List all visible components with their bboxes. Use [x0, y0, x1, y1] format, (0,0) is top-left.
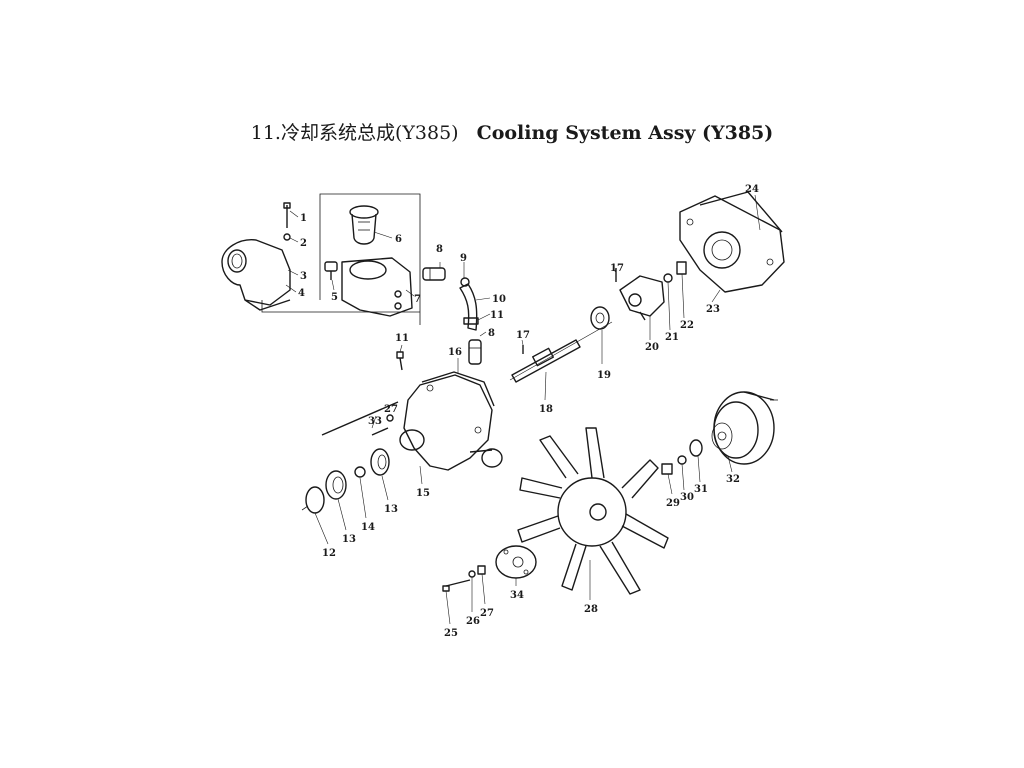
snap-ring-part-12: [301, 486, 325, 514]
diagram-title: 11.冷却系统总成(Y385) Cooling System Assy (Y385…: [0, 118, 1024, 145]
callout-27-fan: 27: [480, 608, 494, 619]
fan-flange-part-34: [495, 545, 537, 579]
bearing-part-13: [325, 470, 347, 500]
clamp-part-11: [463, 317, 479, 325]
water-hose-part-10: [459, 283, 478, 331]
pulley-part-32: [711, 391, 778, 465]
callout-14: 14: [361, 522, 375, 533]
washer-part-27: [386, 414, 394, 422]
pump-housing-part-15: [399, 374, 503, 471]
callout-29: 29: [666, 498, 680, 509]
callout-12: 12: [322, 548, 336, 559]
callout-20: 20: [645, 342, 659, 353]
callout-1: 1: [300, 213, 307, 224]
callout-11-left: 11: [395, 333, 409, 344]
title-english: Cooling System Assy (Y385): [476, 122, 774, 144]
callout-10: 10: [492, 294, 506, 305]
callout-24: 24: [745, 184, 759, 195]
title-chinese: 冷却系统总成(Y385): [280, 122, 459, 144]
adapter-part-8b: [468, 339, 482, 365]
impeller-part-20: [619, 275, 665, 321]
washer-part-31: [689, 439, 703, 457]
cooling-fan-part-28: [517, 427, 669, 595]
callout-30: 30: [680, 492, 694, 503]
callout-13-right: 13: [384, 504, 398, 515]
washer-part-21: [663, 273, 673, 283]
callout-labels: 1 2 3 4 5 6 7 8 8 9 10 11 11 12 13 13 14…: [298, 184, 759, 639]
gasket-part-4: [244, 299, 291, 311]
callout-5: 5: [331, 292, 338, 303]
gasket-part-24: [699, 191, 783, 233]
callout-28: 28: [584, 604, 598, 615]
thermostat-part-6: [349, 205, 379, 245]
bearing-part-13b: [370, 448, 390, 476]
callout-15: 15: [416, 488, 430, 499]
callout-16: 16: [448, 347, 462, 358]
fitting-part-5: [324, 261, 338, 280]
spacer-part-14: [354, 466, 366, 478]
nut-part-27: [477, 565, 486, 575]
callout-19: 19: [597, 370, 611, 381]
washer-part-26: [468, 570, 476, 578]
callout-3: 3: [300, 271, 307, 282]
title-number: 11.: [250, 122, 281, 144]
bolt-part-1: [283, 202, 291, 228]
callout-31: 31: [694, 484, 708, 495]
nut-part-22: [676, 261, 687, 275]
bolt-part-25: [442, 579, 471, 592]
callout-6: 6: [395, 234, 402, 245]
callout-26: 26: [466, 616, 480, 627]
nut-part-29: [661, 463, 673, 475]
leader-lines: [285, 194, 761, 625]
outlet-elbow-part-3: [221, 239, 291, 306]
thermostat-housing-part-7: [341, 257, 413, 317]
callout-32: 32: [726, 474, 740, 485]
callout-25: 25: [444, 628, 458, 639]
callout-23: 23: [706, 304, 720, 315]
callout-9: 9: [460, 253, 467, 264]
callout-34: 34: [510, 590, 524, 601]
callout-27-pump: 27: [384, 404, 398, 415]
callout-17-impeller: 17: [610, 263, 624, 274]
callout-33: 33: [368, 416, 382, 427]
callout-7: 7: [414, 294, 421, 305]
callout-2: 2: [300, 238, 307, 249]
long-bolt-part-33: [321, 401, 399, 436]
seal-part-19: [590, 306, 610, 330]
bolt-part-11: [396, 351, 404, 371]
callout-17-shaft: 17: [516, 330, 530, 341]
callout-4: 4: [298, 288, 305, 299]
callout-22: 22: [680, 320, 694, 331]
callout-13-left: 13: [342, 534, 356, 545]
washer-part-2: [283, 233, 291, 241]
callout-18: 18: [539, 404, 553, 415]
callout-8-bottom: 8: [488, 328, 495, 339]
washer-part-30: [677, 455, 687, 465]
group-bracket-top: [319, 193, 421, 325]
pump-cover-part-23: [679, 195, 785, 293]
callout-11-right: 11: [490, 310, 504, 321]
callout-8-top: 8: [436, 244, 443, 255]
pump-shaft-part-18: [511, 339, 581, 383]
adapter-part-8: [422, 267, 446, 281]
gasket-part-16: [421, 371, 495, 407]
callout-21: 21: [665, 332, 679, 343]
